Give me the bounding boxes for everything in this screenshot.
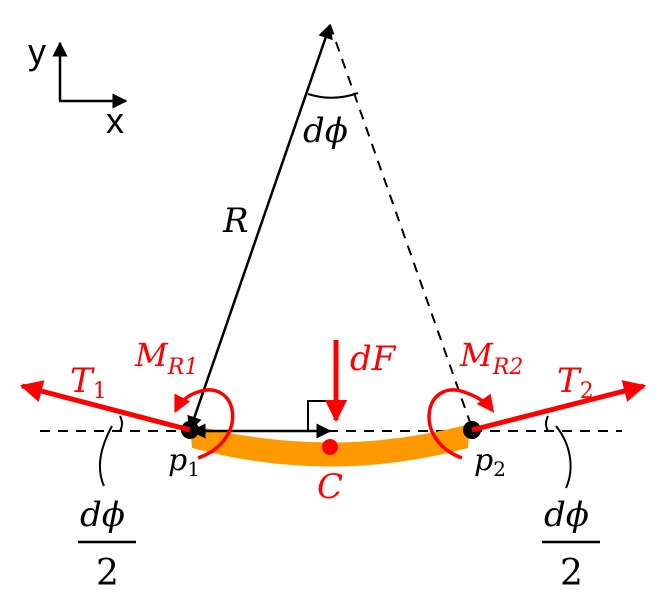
angle-arc [307, 92, 359, 99]
moment-MR2-label: MR2 [459, 336, 523, 380]
right-fraction-numerator: dϕ [544, 495, 589, 535]
x-axis-label: x [106, 100, 124, 141]
left-half-angle-fraction: dϕ 2 [78, 495, 136, 594]
tension-T1-arrow [19, 380, 191, 433]
centroid-dot [322, 439, 338, 455]
right-half-angle-leader [555, 425, 572, 489]
tension-T2-arrow [471, 380, 647, 433]
angle-label: dϕ [303, 111, 348, 151]
radius-label: R [222, 201, 249, 241]
radius-line [187, 23, 333, 432]
p2-label: p2 [474, 443, 506, 481]
centroid-label: C [317, 467, 343, 507]
right-half-angle-arc [545, 415, 549, 432]
right-half-angle-fraction: dϕ 2 [542, 495, 600, 594]
left-fraction-numerator: dϕ [80, 495, 125, 535]
coordinate-axes: y x [28, 31, 128, 141]
force-dF-label: dF [350, 339, 397, 379]
left-half-angle-leader [98, 425, 113, 487]
moment-MR2-arc [427, 388, 495, 460]
moment-MR1-label: MR1 [134, 336, 198, 380]
tension-T1-label: T1 [70, 361, 107, 404]
left-fraction-denominator: 2 [96, 553, 119, 594]
right-angle-marker [307, 400, 336, 431]
left-half-angle-arc [119, 415, 123, 432]
right-fraction-denominator: 2 [560, 553, 583, 594]
y-axis-label: y [28, 31, 46, 72]
moment-MR1-arc [174, 388, 235, 460]
tension-T2-label: T2 [557, 361, 594, 404]
p1-label: p1 [168, 443, 200, 481]
